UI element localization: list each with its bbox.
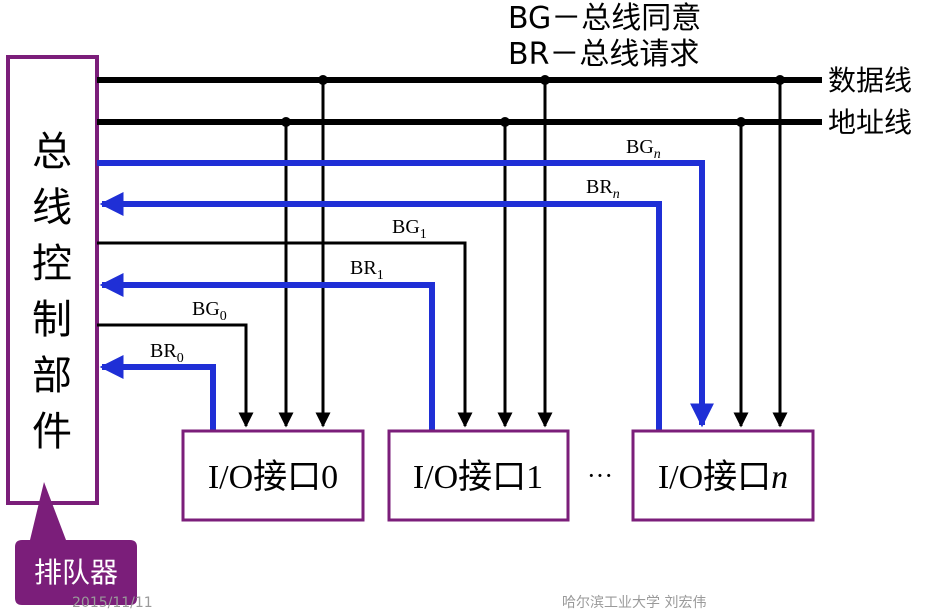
io-index: n	[771, 459, 788, 496]
junction-dot	[736, 117, 746, 127]
io-prefix: I/O接口	[413, 459, 526, 496]
signal-sub: 0	[177, 351, 184, 366]
signal-base: BR	[586, 176, 613, 198]
signal-base: BR	[150, 340, 177, 362]
footer-date: 2015/11/11	[72, 595, 153, 611]
signal-sub: 0	[220, 309, 227, 324]
queue-callout	[15, 482, 137, 605]
io-interface-n-box	[631, 429, 815, 522]
controller-char: 总	[32, 129, 72, 175]
controller-char: 部	[32, 353, 72, 399]
signal-sub: n	[613, 187, 620, 202]
io-interface-0-box	[181, 429, 365, 522]
junction-dot	[775, 75, 785, 85]
junction-dot	[281, 117, 291, 127]
controller-char: 控	[32, 241, 72, 287]
br-1-line	[99, 273, 435, 430]
signal-label-br-n: BRn	[586, 176, 620, 202]
io-prefix: I/O接口	[658, 459, 771, 496]
io-interface-0-label: I/O接口0	[208, 459, 338, 496]
address-bus-label: 地址线	[828, 106, 912, 139]
signal-label-br-0: BR0	[150, 340, 184, 366]
signal-label-bg-n: BGn	[626, 136, 661, 162]
signal-base: BG	[192, 298, 220, 320]
br-0-line	[99, 355, 216, 430]
legend-bg: BG－总线同意	[508, 1, 701, 36]
io-index: 1	[526, 459, 543, 496]
bus-controller-box	[6, 55, 99, 505]
io-interface-1-label: I/O接口1	[413, 459, 543, 496]
ellipsis: ···	[587, 461, 613, 490]
br-n-line	[99, 192, 662, 430]
junction-dot	[500, 117, 510, 127]
junction-dot	[318, 75, 328, 85]
io-interface-1-box	[387, 429, 570, 522]
io-index: 0	[321, 459, 338, 496]
signal-label-br-1: BR1	[350, 257, 384, 283]
junction-dot	[540, 75, 550, 85]
signal-base: BR	[350, 257, 377, 279]
signal-base: BG	[626, 136, 654, 158]
bg-n-line	[97, 160, 714, 428]
io-prefix: I/O接口	[208, 459, 321, 496]
bus-taps	[278, 80, 788, 428]
io-interface-n-label: I/O接口n	[658, 459, 788, 496]
legend-br: BR－总线请求	[508, 37, 699, 72]
controller-char: 件	[32, 409, 72, 455]
controller-char: 制	[32, 297, 72, 343]
signal-label-bg-0: BG0	[192, 298, 227, 324]
signal-sub: n	[654, 147, 661, 162]
footer-org: 哈尔滨工业大学 刘宏伟	[562, 595, 706, 611]
controller-char: 线	[32, 185, 72, 231]
signal-sub: 1	[377, 268, 384, 283]
signal-label-bg-1: BG1	[392, 216, 427, 242]
signal-sub: 1	[420, 227, 427, 242]
queue-label: 排队器	[34, 556, 118, 589]
signal-base: BG	[392, 216, 420, 238]
bus-junctions	[281, 75, 785, 127]
bus-controller-label: 总 线 控 制 部 件	[32, 129, 72, 455]
bg-0-line	[97, 323, 254, 428]
data-bus-label: 数据线	[828, 64, 912, 97]
bg-1-line	[97, 241, 473, 428]
